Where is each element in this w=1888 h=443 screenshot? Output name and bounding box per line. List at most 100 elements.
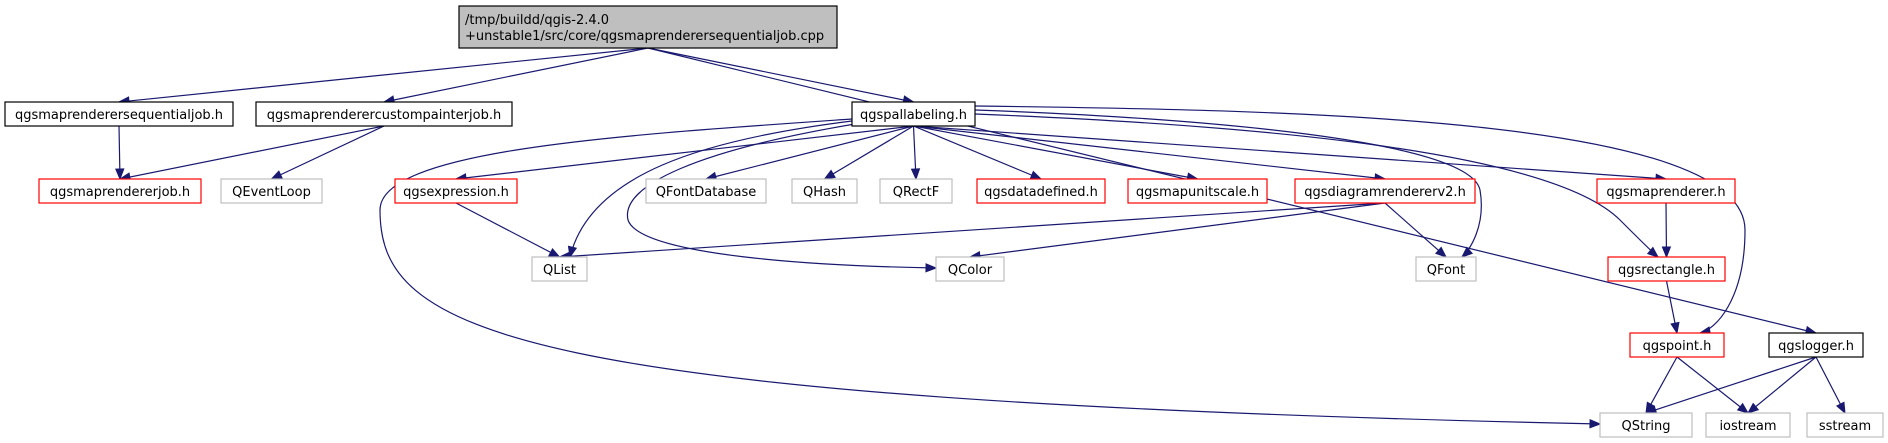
node-box [645, 178, 767, 204]
edge-pallabel-to-qcolor [626, 123, 938, 273]
edge-line [913, 125, 1667, 180]
node-point[interactable]: qgspoint.h [1629, 332, 1725, 358]
node-label: QList [543, 263, 576, 278]
dependency-nodes: /tmp/buildd/qgis-2.4.0+unstable1/src/cor… [4, 5, 1884, 438]
node-label: qgsmaprendererjob.h [50, 185, 190, 200]
edge-pallabel-to-point [974, 105, 1746, 336]
arrowhead-icon [1835, 401, 1846, 415]
node-label: QColor [948, 263, 993, 278]
node-rect[interactable]: qgsrectangle.h [1607, 256, 1726, 282]
node-iostream[interactable]: iostream [1705, 412, 1791, 438]
node-datadef[interactable]: qgsdatadefined.h [976, 178, 1106, 204]
node-root[interactable]: /tmp/buildd/qgis-2.4.0+unstable1/src/cor… [458, 5, 838, 49]
node-qrectf[interactable]: QRectF [879, 178, 953, 204]
edge-line [559, 202, 1386, 258]
edge-pallabel-to-qlist [567, 120, 853, 259]
arrowhead-icon [115, 168, 125, 181]
node-label: qgspoint.h [1643, 339, 1712, 354]
node-label: QString [1621, 419, 1670, 434]
node-seqjob[interactable]: qgsmaprenderersequentialjob.h [4, 101, 234, 127]
edge-line [1384, 202, 1447, 258]
edge-line [626, 123, 937, 269]
edge-root-to-seqjob [117, 47, 649, 106]
node-qhash[interactable]: QHash [791, 178, 858, 204]
node-box [1127, 178, 1268, 204]
edge-pallabel-to-expr [454, 125, 914, 183]
node-label: qgsexpression.h [403, 185, 509, 200]
node-expr[interactable]: qgsexpression.h [394, 178, 518, 204]
arrowhead-icon [1589, 419, 1602, 429]
edge-diagv2-to-qcolor [968, 202, 1386, 261]
node-label: iostream [1719, 419, 1776, 434]
arrowhead-icon [547, 247, 561, 258]
node-label: QFontDatabase [656, 185, 757, 200]
node-box [531, 256, 588, 282]
edge-line [119, 125, 385, 180]
node-qfontdb[interactable]: QFontDatabase [645, 178, 767, 204]
edge-line [913, 125, 1386, 180]
node-qeventloop[interactable]: QEventLoop [220, 178, 323, 204]
arrowhead-icon [1646, 246, 1660, 258]
node-rendjob[interactable]: qgsmaprendererjob.h [38, 178, 202, 204]
edge-rect-to-point [1665, 280, 1680, 335]
node-label: sstream [1819, 419, 1871, 434]
node-box [1806, 412, 1884, 438]
node-box [851, 101, 976, 127]
edge-line [569, 120, 853, 258]
node-label: qgspallabeling.h [860, 108, 967, 123]
node-label: qgsmaprenderercustompainterjob.h [267, 108, 501, 123]
node-label: qgsmapunitscale.h [1136, 185, 1259, 200]
edge-expr-to-qlist [455, 202, 561, 258]
node-sstream[interactable]: sstream [1806, 412, 1884, 438]
node-box [220, 178, 323, 204]
node-box [791, 178, 858, 204]
edge-seqjob-to-rendjob [115, 125, 125, 181]
node-box [394, 178, 518, 204]
node-custjob[interactable]: qgsmaprenderercustompainterjob.h [255, 101, 513, 127]
node-maprend[interactable]: qgsmaprenderer.h [1596, 178, 1736, 204]
node-pallabel[interactable]: qgspallabeling.h [851, 101, 976, 127]
arrowhead-icon [925, 263, 938, 273]
edge-maprend-to-rect [1661, 202, 1672, 259]
edge-line [379, 118, 1601, 425]
edge-logger-to-qstring [1644, 356, 1817, 415]
node-qlist[interactable]: QList [531, 256, 588, 282]
node-box [1599, 412, 1693, 438]
node-box [458, 5, 838, 49]
node-label: /tmp/buildd/qgis-2.4.0 [465, 13, 609, 28]
node-label: +unstable1/src/core/qgsmaprenderersequen… [465, 29, 824, 44]
node-box [1705, 412, 1791, 438]
edge-pallabel-to-qfont [974, 109, 1482, 258]
edge-diagv2-to-qlist [558, 202, 1386, 262]
node-box [935, 256, 1005, 282]
node-label: QFont [1427, 263, 1466, 278]
node-label: QHash [803, 185, 846, 200]
node-box [1596, 178, 1736, 204]
node-box [1768, 332, 1864, 358]
node-box [1294, 178, 1476, 204]
edge-line [1747, 356, 1817, 414]
edge-line [271, 125, 385, 180]
edge-line [974, 105, 1746, 334]
arrowhead-icon [1029, 170, 1043, 180]
edge-line [913, 125, 1198, 180]
node-diagv2[interactable]: qgsdiagramrendererv2.h [1294, 178, 1476, 204]
edge-line [1645, 356, 1678, 414]
arrowhead-icon [1670, 321, 1680, 335]
node-qcolor[interactable]: QColor [935, 256, 1005, 282]
node-box [1629, 332, 1725, 358]
node-label: qgsmaprenderersequentialjob.h [15, 108, 223, 123]
node-qfont[interactable]: QFont [1415, 256, 1477, 282]
node-label: qgslogger.h [1778, 339, 1854, 354]
edge-custjob-to-rendjob [118, 125, 385, 182]
edge-pallabel-to-qrectf [910, 125, 921, 181]
arrowhead-icon [1736, 402, 1750, 414]
node-label: qgsrectangle.h [1618, 263, 1715, 278]
arrowhead-icon [567, 245, 578, 259]
arrowhead-icon [1661, 246, 1672, 259]
edge-point-to-iostream [1676, 356, 1750, 414]
node-unitscale[interactable]: qgsmapunitscale.h [1127, 178, 1268, 204]
node-qstring[interactable]: QString [1599, 412, 1693, 438]
node-logger[interactable]: qgslogger.h [1768, 332, 1864, 358]
